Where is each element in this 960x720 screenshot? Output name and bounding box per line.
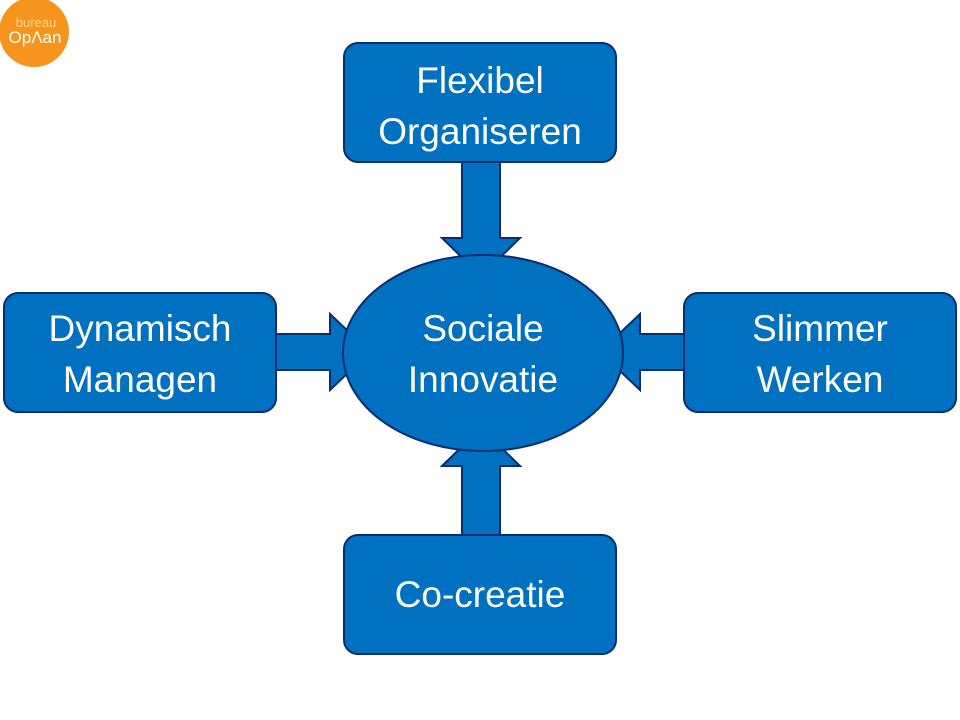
bottom-node: Co-creatie [343,534,617,655]
bottom-box [343,534,617,655]
left-box [3,292,277,413]
left-label-line-1: Dynamisch [49,308,232,349]
center-ellipse [342,254,624,452]
logo-line-1: bureau [16,15,56,30]
right-node: Slimmer Werken [683,292,957,413]
top-node: Flexibel Organiseren [343,42,617,163]
top-label-line-1: Flexibel [416,60,544,101]
center-label-line-2: Innovatie [408,359,558,400]
logo-line-2: OpΛan [9,28,62,47]
bureau-oplan-logo: bureau OpΛan [0,0,69,67]
left-node: Dynamisch Managen [3,292,277,413]
logo-circle [0,0,69,67]
center-label-line-1: Sociale [422,308,543,349]
right-label-line-1: Slimmer [752,308,888,349]
right-label-line-2: Werken [757,359,884,400]
right-box [683,292,957,413]
left-label-line-2: Managen [63,359,217,400]
bottom-label-line-1: Co-creatie [395,574,566,615]
center-node: Sociale Innovatie [342,254,624,452]
top-box [343,42,617,163]
top-label-line-2: Organiseren [378,111,582,152]
